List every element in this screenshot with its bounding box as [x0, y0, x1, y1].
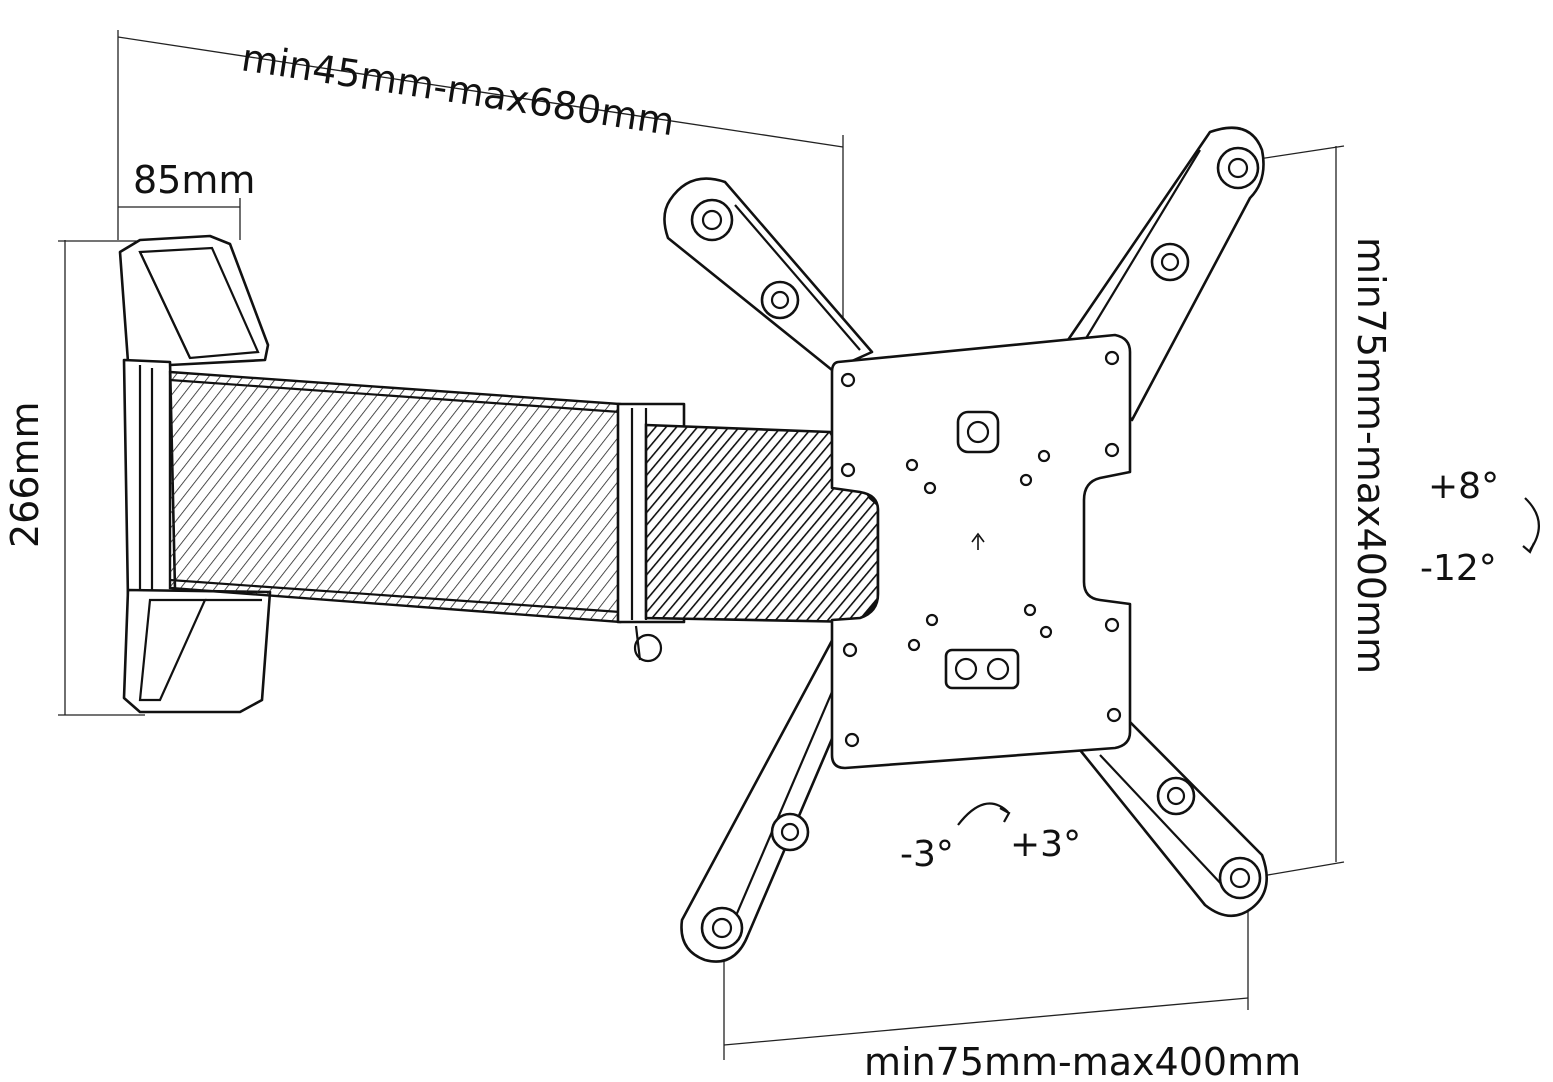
tilt-arrow-icon [1524, 497, 1540, 551]
wall-plate [118, 234, 272, 714]
rotation-arrow-icon [957, 802, 1009, 826]
center-plate [830, 333, 1132, 770]
cable-hook-icon [633, 633, 663, 663]
tilt-up-label: +8° [1428, 466, 1499, 507]
dimension-wall-plate-depth [118, 198, 241, 240]
vesa-horizontal-label: min75mm-max400mm [864, 1040, 1301, 1082]
tilt-down-label: -12° [1420, 548, 1497, 589]
rotate-right-label: +3° [1010, 824, 1081, 865]
dimension-vesa-horizontal [723, 898, 1249, 1060]
wall-plate-height-label: 266mm [3, 401, 47, 548]
vesa-vertical-label: min75mm-max400mm [1349, 237, 1393, 674]
vesa-arm-bottom-right [1078, 718, 1268, 918]
dimension-arm-extension [117, 30, 844, 340]
up-arrow-icon [971, 532, 985, 550]
arm-extension-label: min45mm-max680mm [239, 35, 678, 144]
wall-plate-depth-label: 85mm [133, 158, 255, 202]
vesa-arm-bottom-left [680, 633, 872, 963]
dimension-vesa-vertical [1251, 145, 1345, 877]
rotate-left-label: -3° [900, 834, 954, 875]
arm-inner-section [168, 370, 622, 624]
dimension-wall-plate-height [58, 240, 150, 716]
vesa-arm-top-left [663, 177, 874, 372]
